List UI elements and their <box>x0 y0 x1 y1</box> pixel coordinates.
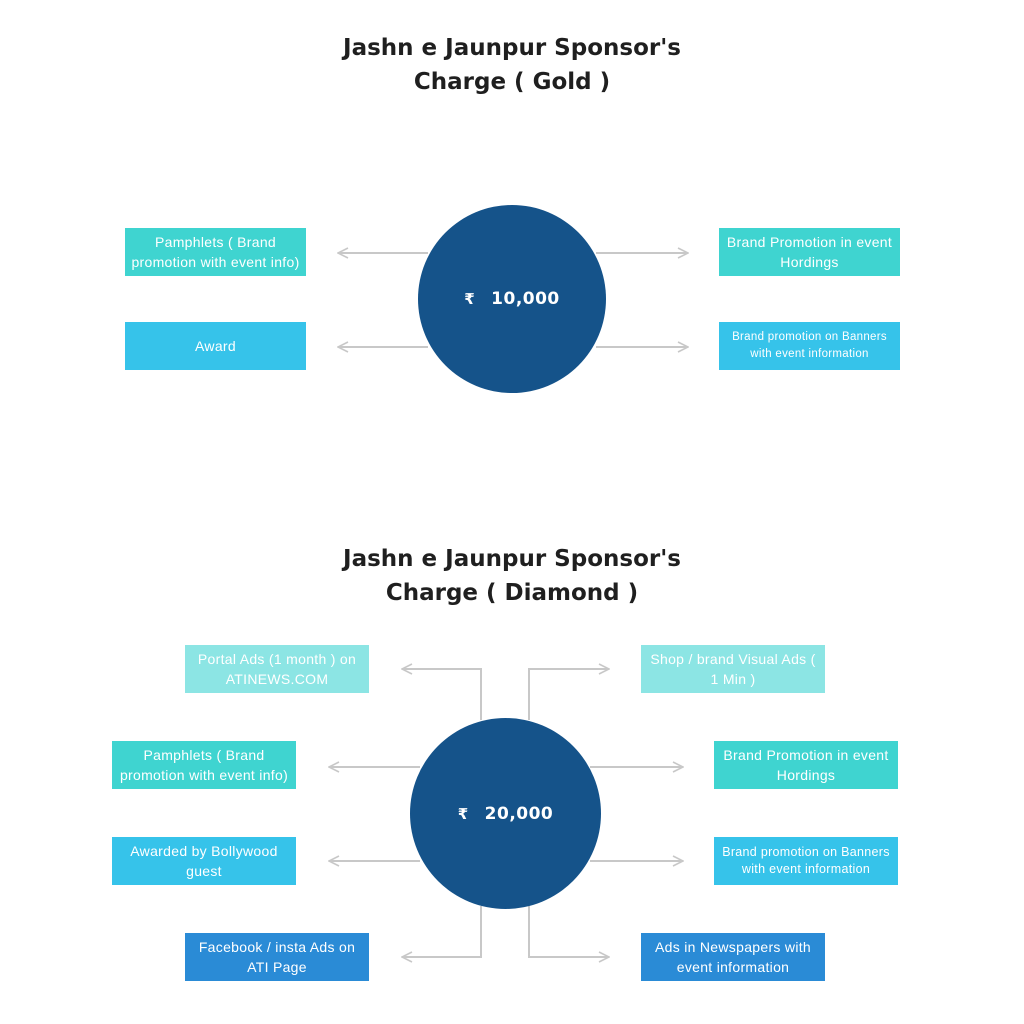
diamond-title: Jashn e Jaunpur Sponsor's Charge ( Diamo… <box>0 542 1024 610</box>
rupee-icon: ₹ <box>464 290 476 308</box>
gold-title-line1: Jashn e Jaunpur Sponsor's <box>343 35 681 61</box>
gold-title-line2: Charge ( Gold ) <box>413 69 611 95</box>
diamond-title-line2: Charge ( Diamond ) <box>385 580 639 606</box>
diamond-benefit-awarded: Awarded by Bollywood guest <box>112 837 296 885</box>
gold-benefit-pamphlets: Pamphlets ( Brand promotion with event i… <box>125 228 306 276</box>
diamond-arrow-top-left <box>402 669 482 720</box>
gold-benefit-hordings: Brand Promotion in event Hordings <box>719 228 900 276</box>
gold-benefit-award: Award <box>125 322 306 370</box>
diamond-price-amount: 20,000 <box>484 803 554 824</box>
diamond-benefit-portal-ads: Portal Ads (1 month ) on ATINEWS.COM <box>185 645 369 693</box>
gold-price-amount: 10,000 <box>491 289 560 309</box>
gold-title: Jashn e Jaunpur Sponsor's Charge ( Gold … <box>0 31 1024 99</box>
diamond-benefit-banners: Brand promotion on Banners with event in… <box>714 837 898 885</box>
gold-price-circle: ₹ 10,000 <box>418 205 606 393</box>
diamond-benefit-pamphlets: Pamphlets ( Brand promotion with event i… <box>112 741 296 789</box>
diamond-benefit-visual-ads: Shop / brand Visual Ads ( 1 Min ) <box>641 645 825 693</box>
diamond-benefit-hordings: Brand Promotion in event Hordings <box>714 741 898 789</box>
diamond-price-circle: ₹ 20,000 <box>410 718 601 909</box>
diamond-benefit-social-ads: Facebook / insta Ads on ATI Page <box>185 933 369 981</box>
rupee-icon: ₹ <box>457 804 469 823</box>
diamond-benefit-newspaper-ads: Ads in Newspapers with event information <box>641 933 825 981</box>
diamond-title-line1: Jashn e Jaunpur Sponsor's <box>343 546 681 572</box>
diamond-arrow-bottom-right <box>528 906 609 957</box>
gold-benefit-banners: Brand promotion on Banners with event in… <box>719 322 900 370</box>
diamond-arrow-top-right <box>528 669 609 720</box>
diamond-arrow-bottom-left <box>402 906 482 957</box>
